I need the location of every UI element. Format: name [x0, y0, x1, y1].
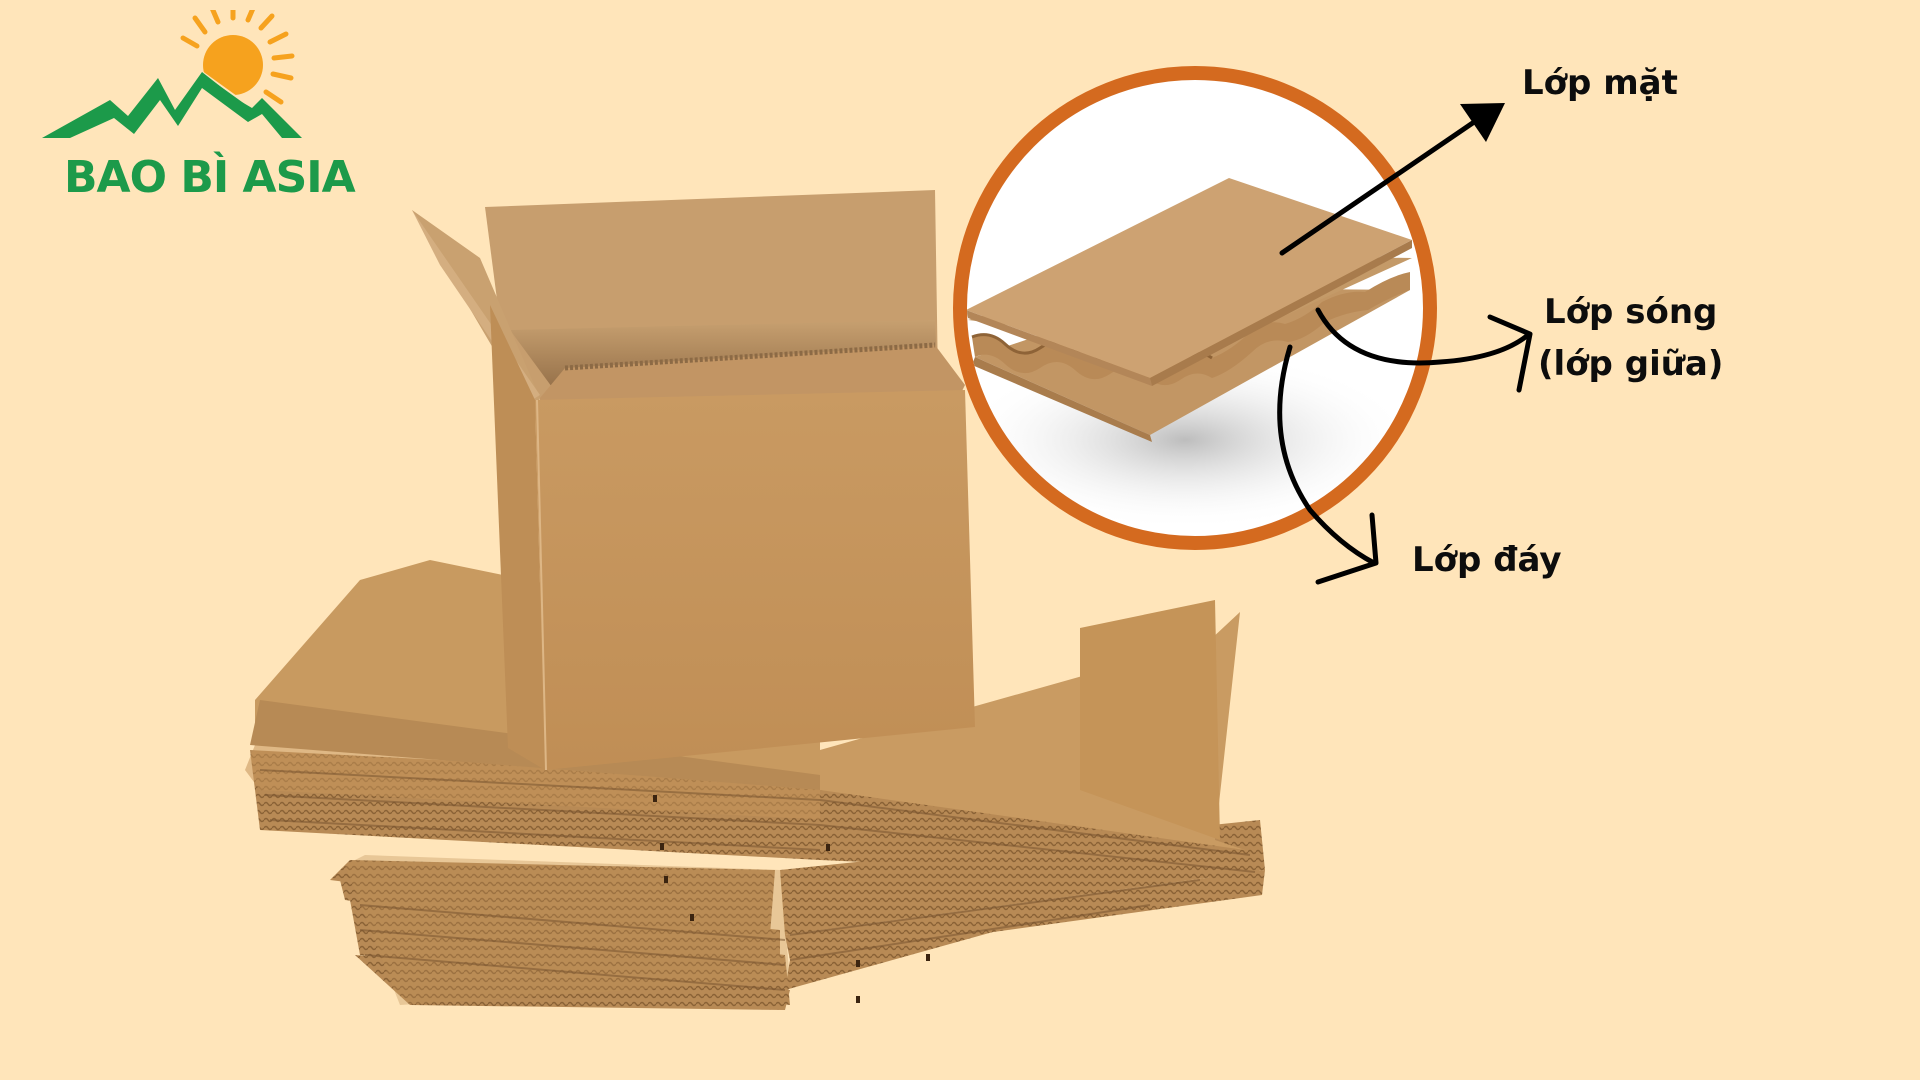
label-arrows	[1277, 103, 1533, 585]
arrow-head-top-icon	[1460, 103, 1505, 142]
label-middle-layer-line1: Lớp sóng	[1544, 292, 1718, 332]
label-top-layer: Lớp mặt	[1522, 63, 1678, 103]
brand-logo: BAO BÌ ASIA	[30, 1, 356, 200]
open-cardboard-box	[412, 190, 975, 771]
brand-name: BAO BÌ ASIA	[64, 152, 356, 203]
layer-detail-circle	[953, 66, 1437, 550]
mountain-sun-logo-icon	[38, 1, 305, 139]
label-bottom-layer: Lớp đáy	[1412, 540, 1562, 580]
label-middle-layer-line2: (lớp giữa)	[1538, 344, 1724, 384]
label-middle-layer: Lớp sóng (lớp giữa)	[1538, 286, 1723, 390]
